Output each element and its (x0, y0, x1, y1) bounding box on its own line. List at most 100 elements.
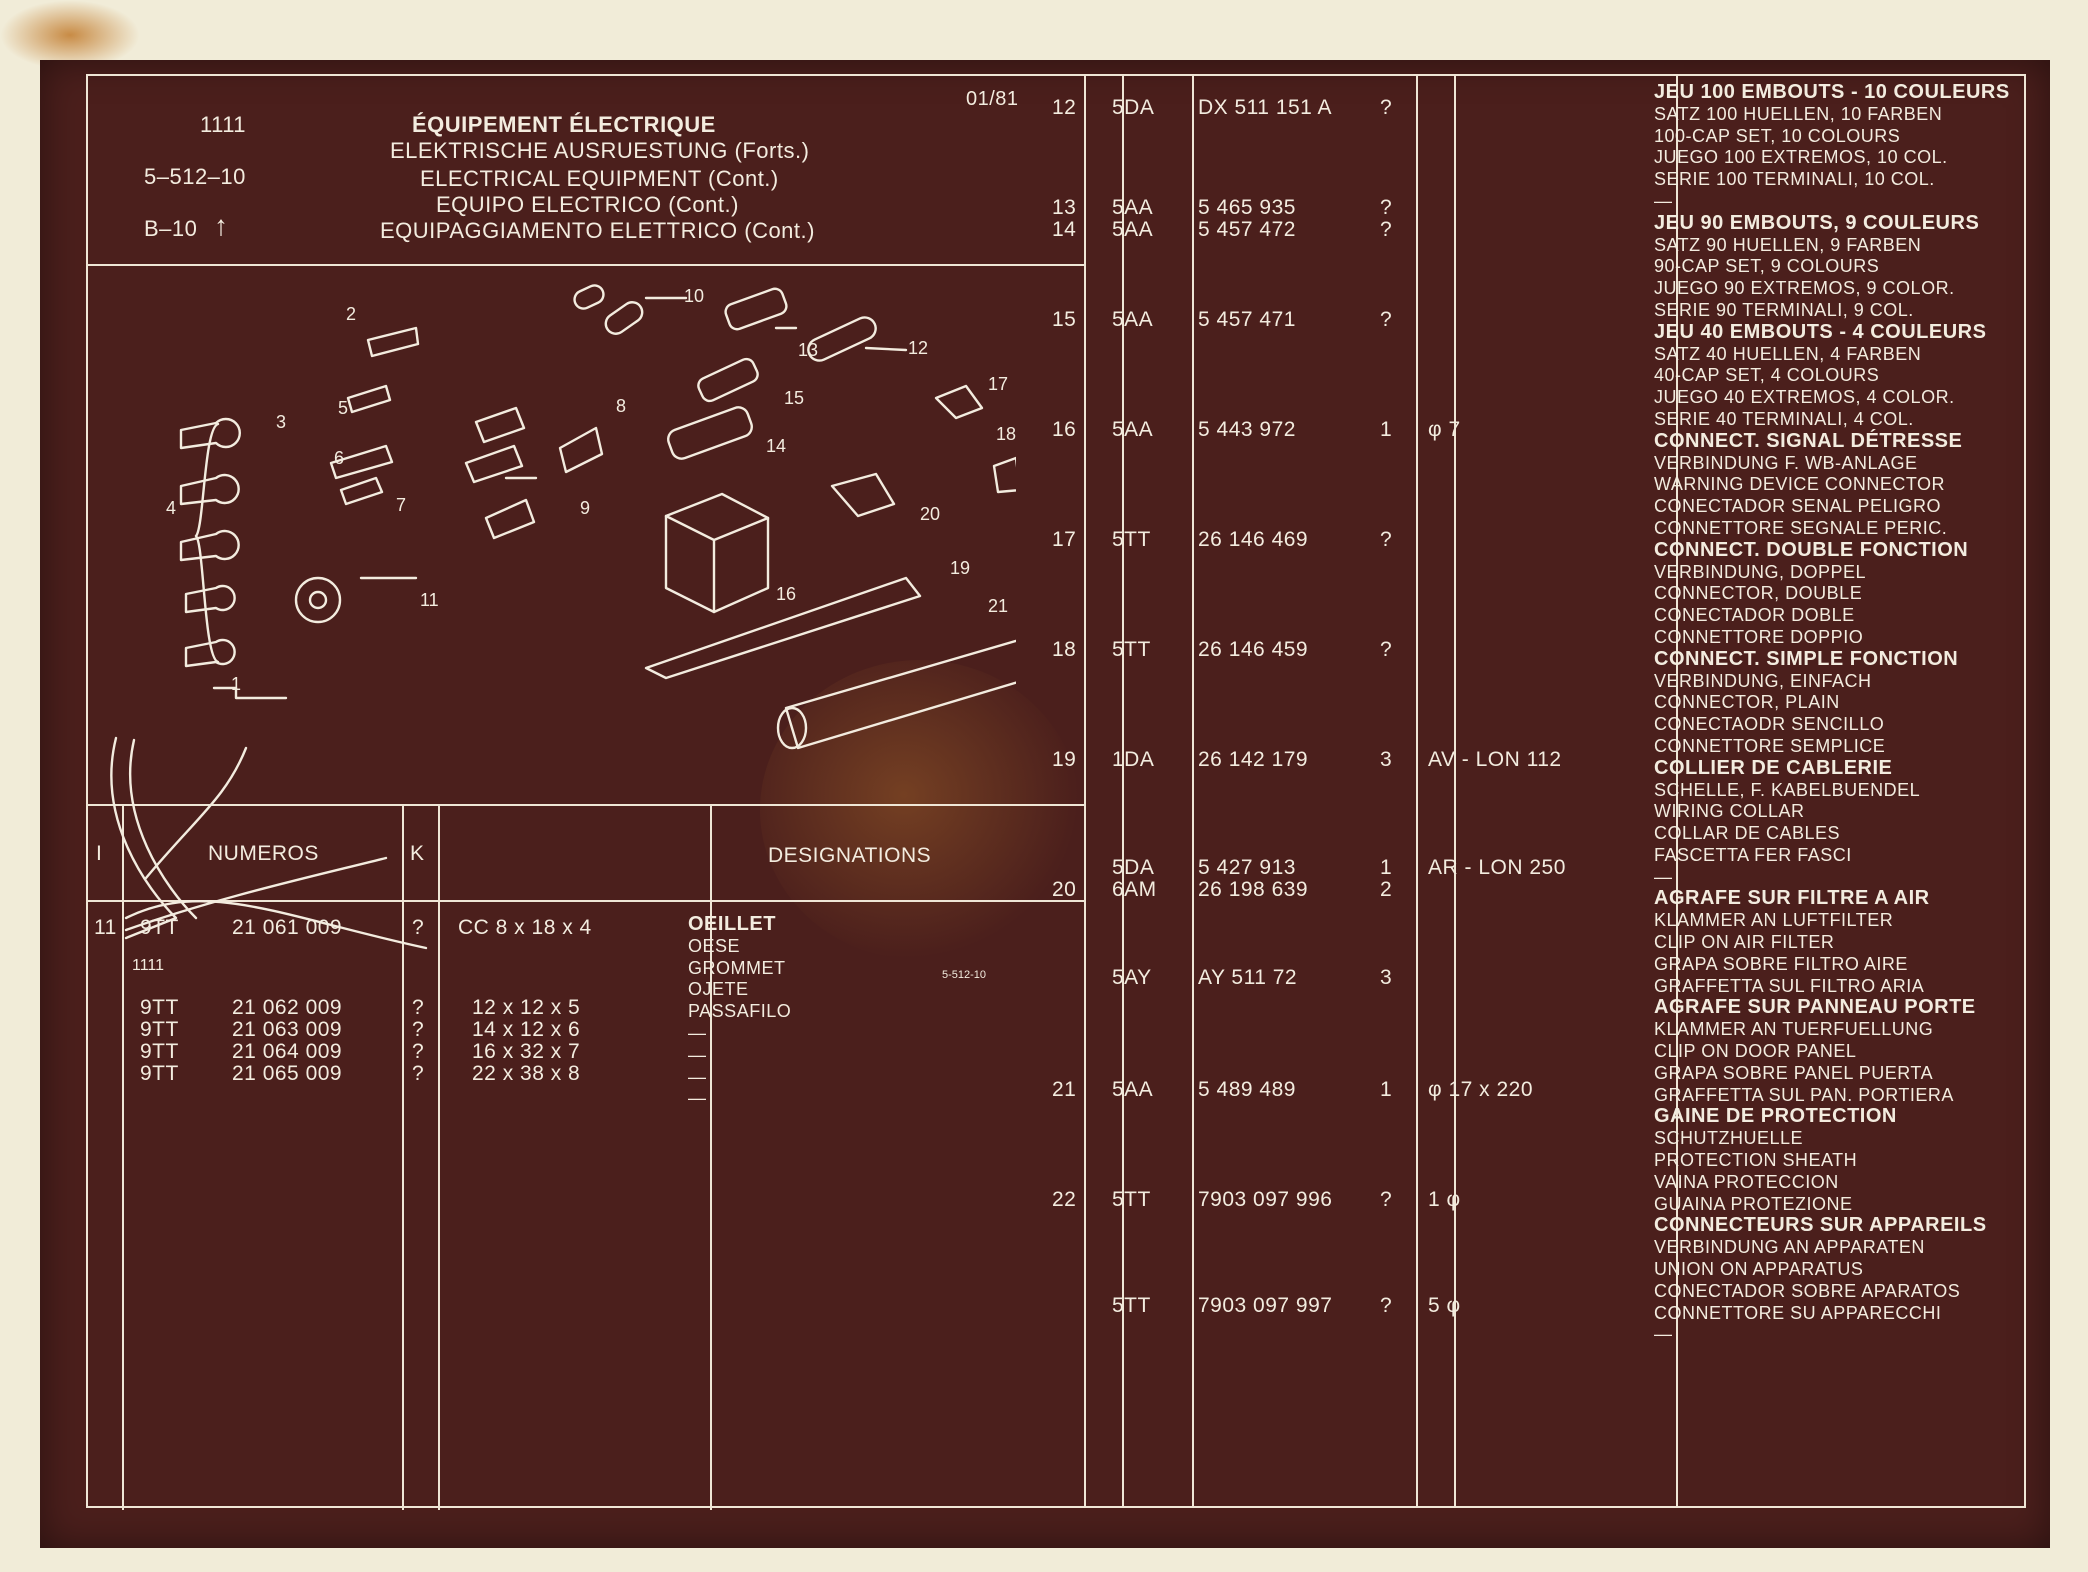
divider (1084, 76, 1086, 1506)
description-line: CONNETTORE DOPPIO (1654, 626, 1864, 647)
row-code: 5TT (1112, 1294, 1151, 1317)
description-line: GRAPA SOBRE PANEL PUERTA (1654, 1062, 1934, 1083)
row-k: 2 (1380, 878, 1393, 901)
row-code: 5AA (1112, 1078, 1154, 1101)
callout-label: 20 (920, 504, 940, 524)
description-line: VERBINDUNG F. WB-ANLAGE (1654, 452, 1918, 473)
row-number: 5 489 489 (1198, 1078, 1296, 1101)
description-line: CLIP ON DOOR PANEL (1654, 1041, 1857, 1062)
header-ref: 5–512–10 (144, 164, 246, 189)
description-line: SATZ 90 HUELLEN, 9 FARBEN (1654, 234, 1922, 255)
row-item: 12 (1052, 96, 1077, 119)
row-code: 5AA (1112, 196, 1154, 219)
callout-label: 2 (346, 304, 356, 324)
left-k: ? (412, 1018, 425, 1041)
description-line: — (1654, 190, 1673, 211)
sleeve-drawing (724, 287, 788, 331)
description-line: SATZ 100 HUELLEN, 10 FARBEN (1654, 103, 1943, 124)
row-code: 1DA (1112, 748, 1155, 771)
description-line: PROTECTION SHEATH (1654, 1150, 1858, 1171)
sheath-drawing (784, 639, 1016, 750)
row-item: 19 (1052, 748, 1077, 771)
description-line: SCHUTZHUELLE (1654, 1128, 1804, 1149)
description-line: GRAFFETTA SUL FILTRO ARIA (1654, 975, 1925, 996)
callout-label: 13 (798, 340, 818, 360)
row-k: 1 (1380, 856, 1393, 879)
row-k: 1 (1380, 1078, 1393, 1101)
row-code: 5TT (1112, 528, 1151, 551)
arrow-up-icon: ↑ (214, 210, 229, 241)
row-k: ? (1380, 528, 1393, 551)
row-code: 5AA (1112, 308, 1154, 331)
row-code: 5AA (1112, 218, 1154, 241)
row-item: 21 (1052, 1078, 1077, 1101)
cable-drawing (129, 738, 198, 920)
flat-terminal-drawing (366, 326, 420, 358)
row-note: φ 17 x 220 (1428, 1078, 1534, 1101)
row-item: 15 (1052, 308, 1077, 331)
cover-drawing (667, 406, 753, 460)
row-number: 5 465 935 (1198, 196, 1296, 219)
cover-drawing (697, 357, 759, 403)
row-number: 7903 097 997 (1198, 1294, 1333, 1317)
left-size: 14 x 12 x 6 (472, 1018, 581, 1041)
row-code: 5TT (1112, 1188, 1151, 1211)
callout-label: 12 (908, 338, 928, 358)
description-line: SATZ 40 HUELLEN, 4 FARBEN (1654, 343, 1922, 364)
callout-label: 16 (776, 584, 796, 604)
col-header-i: I (96, 842, 103, 865)
card-frame (86, 74, 2026, 1510)
description-line: WIRING COLLAR (1654, 801, 1805, 822)
spade-terminal-drawing (484, 498, 536, 540)
description-line: FASCETTA FER FASCI (1654, 844, 1852, 865)
clip-drawing (992, 456, 1016, 494)
row-item: 20 (1052, 878, 1077, 901)
header-b-ref: B–10 (144, 216, 198, 241)
title-fr: ÉQUIPEMENT ÉLECTRIQUE (412, 112, 716, 137)
description-line: VERBINDUNG AN APPARATEN (1654, 1237, 1925, 1258)
row-k: 3 (1380, 748, 1393, 771)
col-header-designations: DESIGNATIONS (768, 844, 932, 867)
left-k: ? (412, 916, 425, 939)
description-line: — (1654, 866, 1673, 887)
row-item: 17 (1052, 528, 1077, 551)
row-k: ? (1380, 308, 1393, 331)
cable-drawing (124, 900, 428, 950)
callout-label: 3 (276, 412, 286, 432)
description-title: AGRAFE SUR PANNEAU PORTE (1654, 996, 1976, 1019)
row-number: 5 457 471 (1198, 308, 1296, 331)
callout-label: 15 (784, 388, 804, 408)
sleeve-drawing (807, 316, 877, 362)
spade-terminal-drawing (474, 406, 526, 444)
description-line: KLAMMER AN LUFTFILTER (1654, 910, 1894, 931)
divider (710, 804, 712, 1510)
designation-line: — (688, 1088, 707, 1109)
description-title: JEU 90 EMBOUTS, 9 COULEURS (1654, 211, 1980, 234)
row-note: 1 φ (1428, 1188, 1461, 1211)
row-number: 7903 097 996 (1198, 1188, 1333, 1211)
divider (1122, 76, 1124, 1506)
description-line: VERBINDUNG, DOPPEL (1654, 561, 1867, 582)
callout-label: 6 (334, 448, 344, 468)
row-number: 26 146 469 (1198, 528, 1309, 551)
designation-line: — (688, 1044, 707, 1065)
description-line: KLAMMER AN TUERFUELLUNG (1654, 1019, 1934, 1040)
description-line: SERIE 90 TERMINALI, 9 COL. (1654, 299, 1914, 320)
row-code: 5AA (1112, 418, 1154, 441)
cable-drawing (124, 856, 388, 932)
divider (1192, 76, 1194, 1506)
callout-label: 8 (616, 396, 626, 416)
row-code: 5DA (1112, 96, 1155, 119)
divider (402, 804, 404, 1510)
title-es: EQUIPO ELECTRICO (Cont.) (436, 192, 739, 217)
description-line: CONNECTOR, PLAIN (1654, 692, 1840, 713)
illustration-ref: 5-512-10 (942, 969, 986, 978)
row-note: 5 φ (1428, 1294, 1461, 1317)
left-size: 16 x 32 x 7 (472, 1040, 581, 1063)
